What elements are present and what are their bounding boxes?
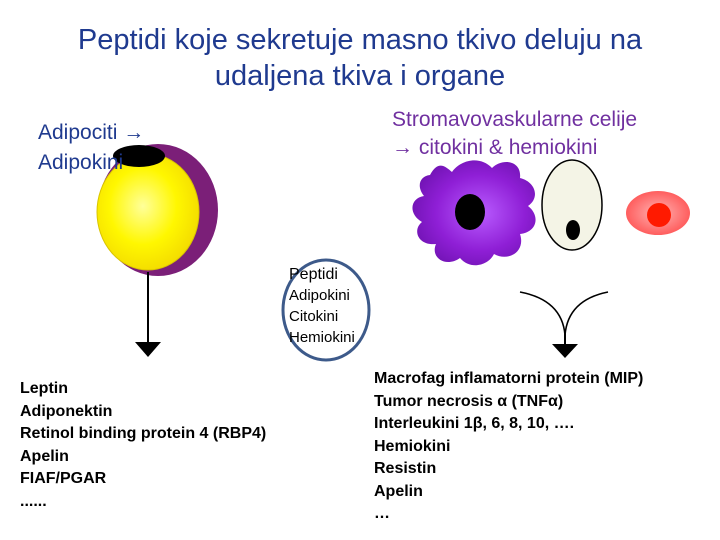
adipocytes-label: Adipociti → Adipokini — [38, 118, 144, 178]
list-item: Interleukini 1β, 6, 8, 10, …. — [374, 413, 643, 436]
peptides-item-citokini: Citokini — [289, 306, 355, 327]
adipokine-list: Leptin Adiponektin Retinol binding prote… — [20, 378, 266, 513]
list-item: ...... — [20, 491, 266, 514]
stromal-arrow-head — [552, 344, 578, 358]
list-item: Adiponektin — [20, 401, 266, 424]
list-item: Retinol binding protein 4 (RBP4) — [20, 423, 266, 446]
stromal-line-2: → citokini & hemiokini — [392, 134, 637, 162]
peptides-item-adipokini: Adipokini — [289, 285, 355, 306]
list-item: … — [374, 503, 643, 526]
list-item: Apelin — [374, 481, 643, 504]
peptides-heading: Peptidi — [289, 264, 355, 285]
peptides-item-hemiokini: Hemiokini — [289, 327, 355, 348]
macrophage-cell — [412, 160, 535, 265]
red-cell — [626, 191, 690, 235]
red-cell-nucleus — [647, 203, 671, 227]
merge-line-right — [565, 292, 608, 335]
list-item: Hemiokini — [374, 436, 643, 459]
list-item: FIAF/PGAR — [20, 468, 266, 491]
list-item: Tumor necrosis α (TNFα) — [374, 391, 643, 414]
adipocytes-line-2: Adipokini — [38, 148, 144, 178]
adipocyte-arrow-head — [135, 342, 161, 357]
macrophage-nucleus — [455, 194, 485, 230]
list-item: Resistin — [374, 458, 643, 481]
adipocytes-line-1: Adipociti → — [38, 118, 144, 148]
stromal-line-1: Stromavovaskularne celije — [392, 106, 637, 134]
lymphocyte-cell — [542, 160, 602, 250]
merge-line-left — [520, 292, 565, 335]
oval-cell-nucleus — [566, 220, 580, 240]
stromal-label: Stromavovaskularne celije → citokini & h… — [392, 106, 637, 162]
list-item: Apelin — [20, 446, 266, 469]
peptides-label: Peptidi Adipokini Citokini Hemiokini — [289, 264, 355, 348]
cytokine-list: Macrofag inflamatorni protein (MIP) Tumo… — [374, 368, 643, 526]
list-item: Leptin — [20, 378, 266, 401]
list-item: Macrofag inflamatorni protein (MIP) — [374, 368, 643, 391]
